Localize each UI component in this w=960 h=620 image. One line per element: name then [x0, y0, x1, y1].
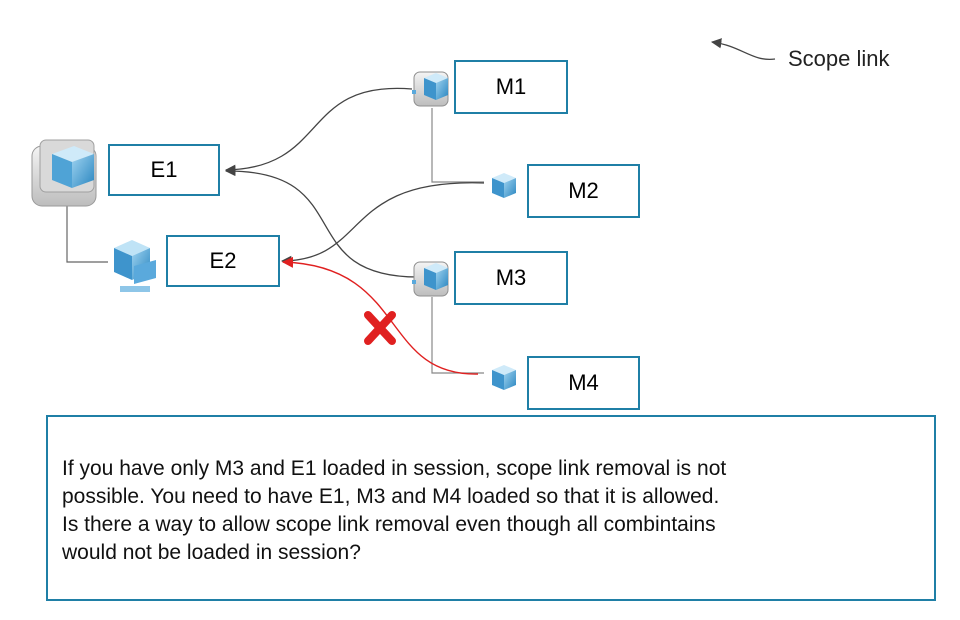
- part-icon: [492, 365, 516, 390]
- node-m4[interactable]: M4: [527, 356, 640, 410]
- curved-arrow-icon: [710, 38, 776, 60]
- part-icon: [492, 173, 516, 198]
- node-e2-label: E2: [209, 248, 237, 273]
- red-x-icon: [364, 311, 396, 345]
- note-line: Is there a way to allow scope link remov…: [62, 513, 716, 536]
- assembly-icon: [412, 71, 449, 107]
- tree-line-m1-m2: [431, 108, 484, 183]
- assembly-icon: [31, 139, 97, 207]
- note-line: If you have only M3 and E1 loaded in ses…: [62, 457, 727, 480]
- note-line: possible. You need to have E1, M3 and M4…: [62, 485, 720, 508]
- note-box: If you have only M3 and E1 loaded in ses…: [46, 415, 936, 601]
- tree-line-e1-e2: [66, 200, 108, 263]
- tree-line-m3-m4: [431, 297, 484, 374]
- node-e2[interactable]: E2: [166, 235, 280, 287]
- assembly-icon: [412, 261, 449, 297]
- node-m2[interactable]: M2: [527, 164, 640, 218]
- scope-link-m2-e2: [280, 182, 485, 267]
- scope-link-m3-e1: [224, 165, 421, 278]
- node-e1[interactable]: E1: [108, 144, 220, 196]
- node-m3-label: M3: [495, 265, 527, 290]
- node-m4-label: M4: [568, 370, 599, 395]
- node-m1[interactable]: M1: [454, 60, 568, 114]
- node-m1-label: M1: [495, 74, 527, 99]
- legend-label: Scope link: [788, 46, 890, 71]
- node-m3[interactable]: M3: [454, 251, 568, 305]
- node-e1-label: E1: [150, 157, 178, 182]
- scope-link-m4-e2-blocked: [281, 256, 479, 375]
- note-line: would not be loaded in session?: [62, 541, 361, 564]
- scope-link-m1-e1: [224, 87, 413, 176]
- part-icon: [114, 240, 156, 292]
- node-m2-label: M2: [568, 178, 599, 203]
